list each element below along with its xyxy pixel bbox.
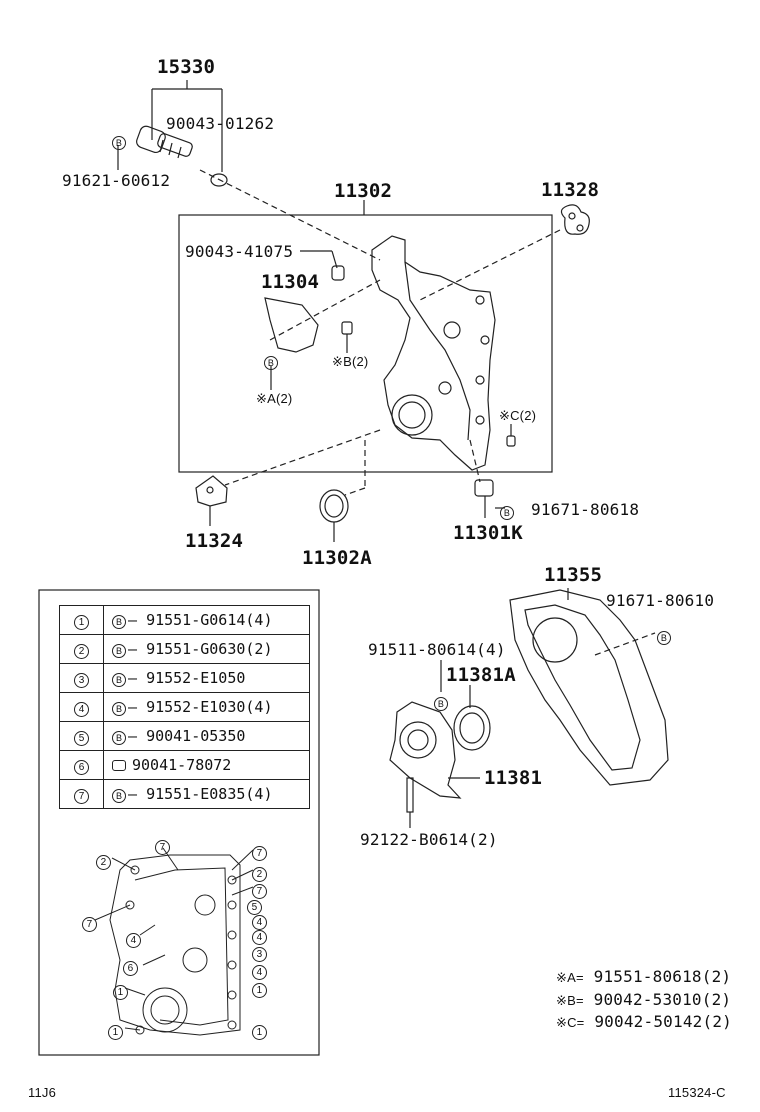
callout: 2	[252, 867, 267, 882]
part-11301K: 11301K	[453, 522, 523, 544]
callout: 1	[252, 1025, 267, 1040]
callout: 3	[252, 947, 267, 962]
part-11355: 11355	[544, 564, 603, 586]
dowel-B	[341, 321, 353, 335]
callout: 4	[126, 933, 141, 948]
note-a2: ※A(2)	[256, 391, 293, 406]
part-90043-41075: 90043-41075	[185, 242, 294, 261]
table-row: 1 B— 91551-G0614(4)	[59, 605, 310, 635]
callout: 4	[252, 930, 267, 945]
note-a: ※A= 91551-80618(2)	[556, 967, 732, 986]
dowel-C	[506, 435, 516, 447]
oil-control-valve	[136, 125, 193, 159]
legend-index: 1	[59, 605, 104, 635]
part-11328: 11328	[541, 179, 600, 201]
legend-part: B— 91551-G0630(2)	[103, 634, 310, 664]
callout: 1	[113, 985, 128, 1000]
note-c: ※C= 90042-50142(2)	[556, 1012, 732, 1031]
table-row: 7 B— 91551-E0835(4)	[59, 779, 310, 809]
callout: 6	[123, 961, 138, 976]
part-91671-80618: 91671-80618	[531, 500, 640, 519]
stud-bolt-92122	[406, 777, 414, 813]
legend-box	[38, 589, 320, 1056]
part-92122-B0614: 92122-B0614(2)	[360, 830, 498, 849]
part-90043-01262: 90043-01262	[166, 114, 275, 133]
table-row: 5 B— 90041-05350	[59, 721, 310, 751]
legend-part: B— 91551-E0835(4)	[103, 779, 310, 809]
part-15330: 15330	[157, 56, 216, 78]
part-91511-80614: 91511-80614(4)	[368, 640, 506, 659]
callout: 4	[252, 915, 267, 930]
part-11304: 11304	[261, 271, 320, 293]
footer-code-left: 11J6	[28, 1085, 57, 1100]
note-b2: ※B(2)	[332, 354, 369, 369]
bolt-b-mark-3: B	[500, 501, 516, 520]
table-row: 4 B— 91552-E1030(4)	[59, 692, 310, 722]
gasket-11355	[509, 589, 669, 786]
bracket-11381	[389, 701, 462, 799]
part-11324: 11324	[185, 530, 244, 552]
callout: 2	[96, 855, 111, 870]
bolt-legend-table: 1 B— 91551-G0614(4) 2 B— 91551-G0630(2) …	[59, 605, 310, 809]
cover-plate-11304	[264, 297, 319, 353]
table-row: 3 B— 91552-E1050	[59, 663, 310, 693]
legend-index: 3	[59, 663, 104, 693]
legend-part: B— 91552-E1050	[103, 663, 310, 693]
oil-seal-11381A	[453, 705, 491, 751]
bolt-b-mark-2: B	[264, 351, 280, 370]
part-91671-80610: 91671-80610	[606, 591, 715, 610]
callout: 5	[247, 900, 262, 915]
callout: 1	[252, 983, 267, 998]
legend-index: 4	[59, 692, 104, 722]
table-row: 6 90041-78072	[59, 750, 310, 780]
callout: 7	[252, 846, 267, 861]
gasket-11324	[195, 475, 228, 507]
plug-90043-41075	[331, 265, 345, 281]
legend-index: 2	[59, 634, 104, 664]
callout: 1	[108, 1025, 123, 1040]
bolt-layout-drawing	[94, 847, 254, 1036]
legend-part: B— 91551-G0614(4)	[103, 605, 310, 635]
table-row: 2 B— 91551-G0630(2)	[59, 634, 310, 664]
nut-icon	[112, 760, 126, 771]
timing-chain-cover	[371, 235, 496, 471]
part-11302A: 11302A	[302, 547, 372, 569]
footer-code-right: 115324-C	[668, 1085, 726, 1100]
callout: 7	[82, 917, 97, 932]
callout: 7	[155, 840, 170, 855]
part-91621-60612: 91621-60612	[62, 171, 171, 190]
sensor-11301K	[474, 479, 494, 497]
note-c2: ※C(2)	[499, 408, 537, 423]
note-b: ※B= 90042-53010(2)	[556, 990, 732, 1009]
part-11381A: 11381A	[446, 664, 516, 686]
bolt-b-mark-4: B	[657, 626, 673, 645]
bolt-b-mark: B	[112, 131, 128, 150]
o-ring-90043-01262	[210, 173, 228, 187]
legend-part: B— 91552-E1030(4)	[103, 692, 310, 722]
legend-part: B— 90041-05350	[103, 721, 310, 751]
part-11381: 11381	[484, 767, 543, 789]
legend-part: 90041-78072	[103, 750, 310, 780]
callout: 4	[252, 965, 267, 980]
gasket-11328	[560, 204, 590, 235]
legend-index: 6	[59, 750, 104, 780]
legend-index: 7	[59, 779, 104, 809]
bracket-15330	[151, 80, 223, 103]
part-11302: 11302	[334, 180, 393, 202]
bolt-b-mark-5: B	[434, 692, 450, 711]
callout: 7	[252, 884, 267, 899]
legend-index: 5	[59, 721, 104, 751]
